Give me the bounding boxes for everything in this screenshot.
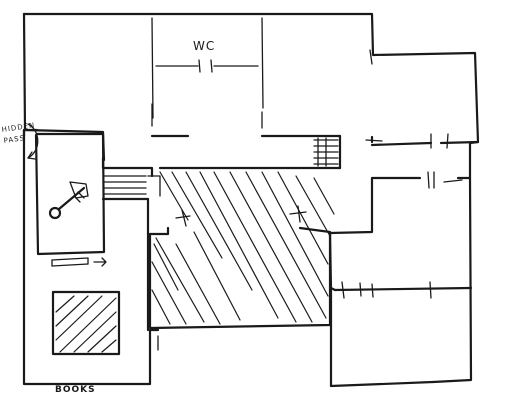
hatched-area — [148, 171, 335, 330]
hidden-pass-label-line2: PASS — [3, 134, 25, 145]
books-label: BOOKS — [55, 385, 96, 395]
arrow-icon — [51, 257, 107, 267]
stairs-icon — [103, 137, 339, 197]
key-icon — [48, 181, 89, 220]
outer-walls — [22, 12, 480, 388]
inner-walls — [151, 17, 463, 351]
hidden-pass-marker — [27, 123, 39, 160]
wc-label: WC — [193, 39, 215, 53]
hidden-pass-label-line1: HIDDEN — [1, 121, 36, 134]
books-area — [51, 290, 121, 356]
